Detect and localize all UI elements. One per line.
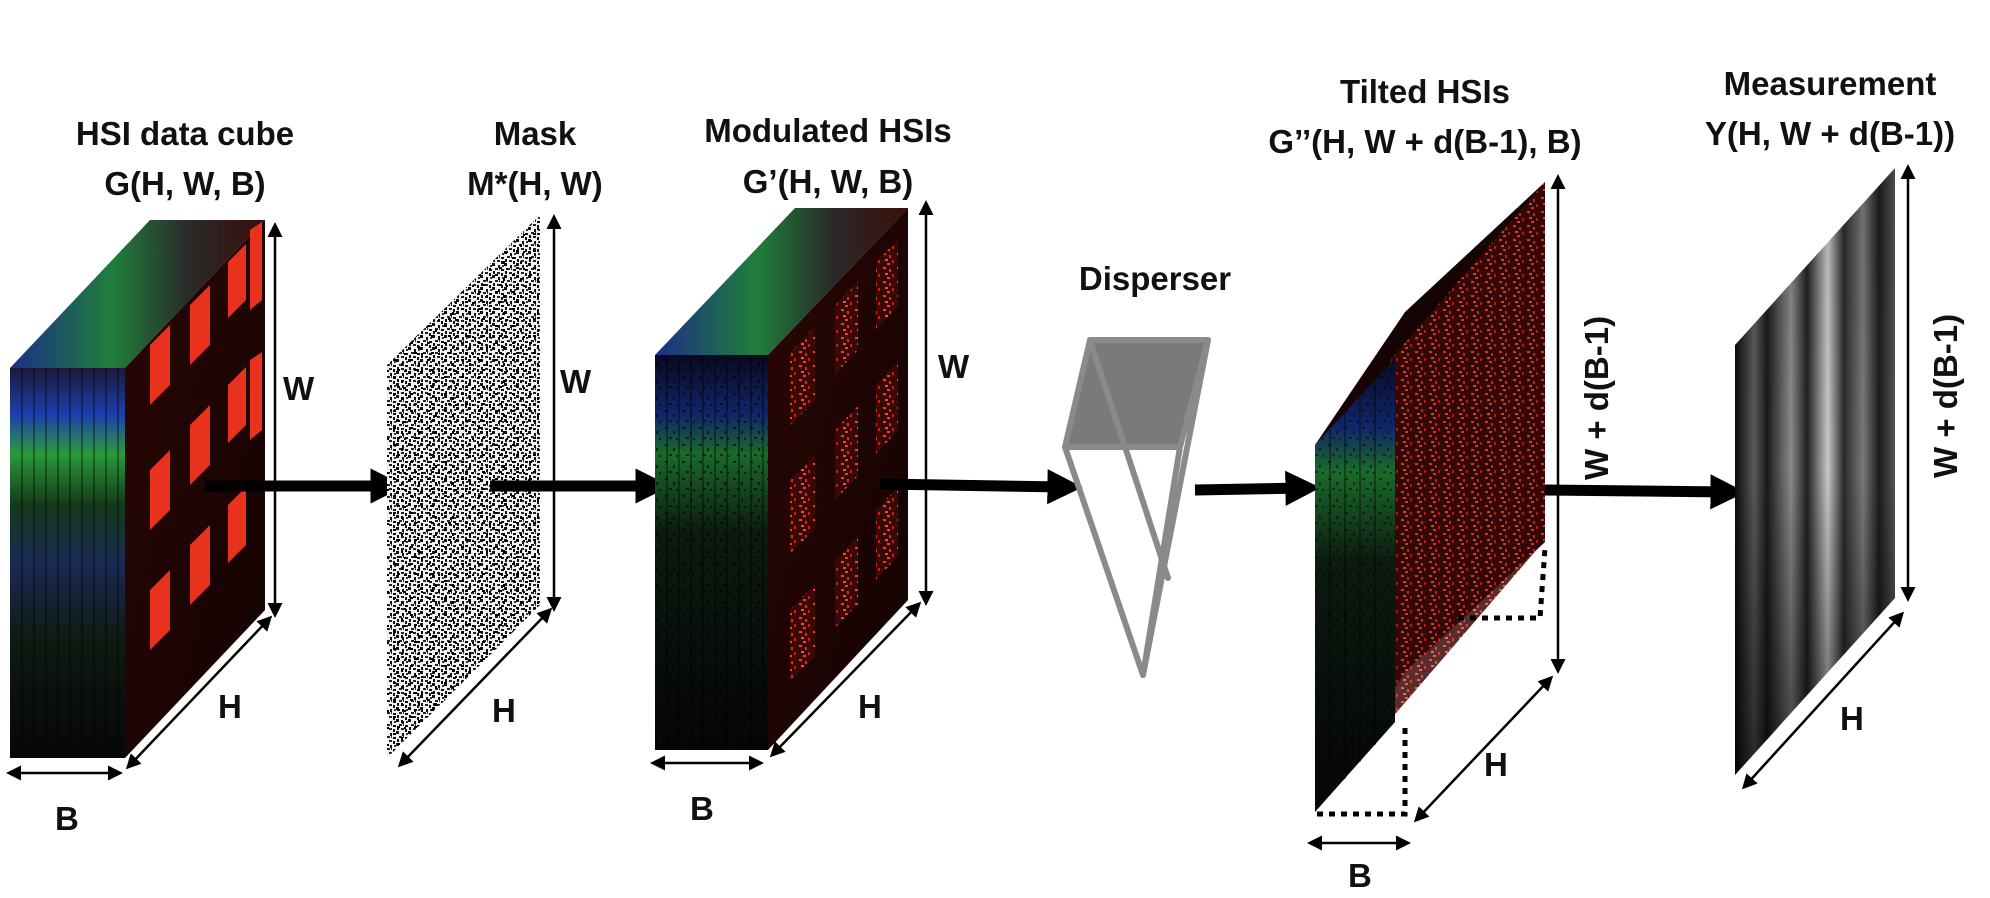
stage-title: Disperser [1079,260,1231,297]
tilted-red-layer [1390,182,1545,720]
stage-title: HSI data cube [76,115,294,152]
w-label: W + d(B-1) [1927,314,1964,478]
modulated-hsis: W H B Modulated HSIs G’(H, W, B) [650,112,970,827]
stage-formula: Y(H, W + d(B-1)) [1705,115,1955,152]
cube-top-face [10,220,265,368]
stage-title: Measurement [1724,65,1937,102]
dotted-extent [1317,722,1408,817]
stage-title: Modulated HSIs [704,112,952,149]
flow-arrow [879,469,1083,505]
prism-edges [1062,337,1211,678]
w-label: W [938,348,970,385]
measurement: W + d(B-1) H Measurement Y(H, W + d(B-1)… [1705,65,1964,790]
w-label: W [560,363,592,400]
prism-top-face [1062,337,1211,450]
h-dimension-arrow [397,607,553,768]
b-label: B [55,800,79,837]
stage-title: Tilted HSIs [1340,73,1510,110]
h-label: H [1840,700,1864,737]
cube-front-face [10,368,125,758]
stage-formula: M*(H, W) [467,165,603,202]
cube-top-face [655,208,908,355]
w-label: W + d(B-1) [1578,316,1615,480]
h-label: H [1484,746,1508,783]
h-dimension-arrow [1413,675,1554,823]
h-dimension-arrow [769,601,922,758]
hsi-data-cube: W H B HSI data cube G(H, W, B) [5,115,315,837]
dotted-extent [1458,547,1548,621]
h-label: H [858,688,882,725]
stage-formula: G’’(H, W + d(B-1), B) [1268,123,1581,160]
band-stripes [21,368,119,758]
h-label: H [492,692,516,729]
h-dimension-arrow [125,615,273,770]
stage-formula: G’(H, W, B) [743,163,913,200]
b-label: B [690,790,714,827]
band-edges [1329,380,1376,795]
stage-title: Mask [494,115,577,152]
h-dimension-arrow [1741,611,1905,790]
flow-arrow [1544,474,1746,510]
tilted-hsis: W + d(B-1) H B Tilted HSIs G’’(H, W + d(… [1268,73,1615,894]
coded-mask: W H Mask M*(H, W) [387,115,603,768]
disperser-prism: Disperser [1062,260,1231,678]
h-label: H [218,688,242,725]
flow-arrow [1194,470,1321,506]
b-label: B [1348,857,1372,894]
w-label: W [283,370,315,407]
stage-formula: G(H, W, B) [104,165,265,202]
